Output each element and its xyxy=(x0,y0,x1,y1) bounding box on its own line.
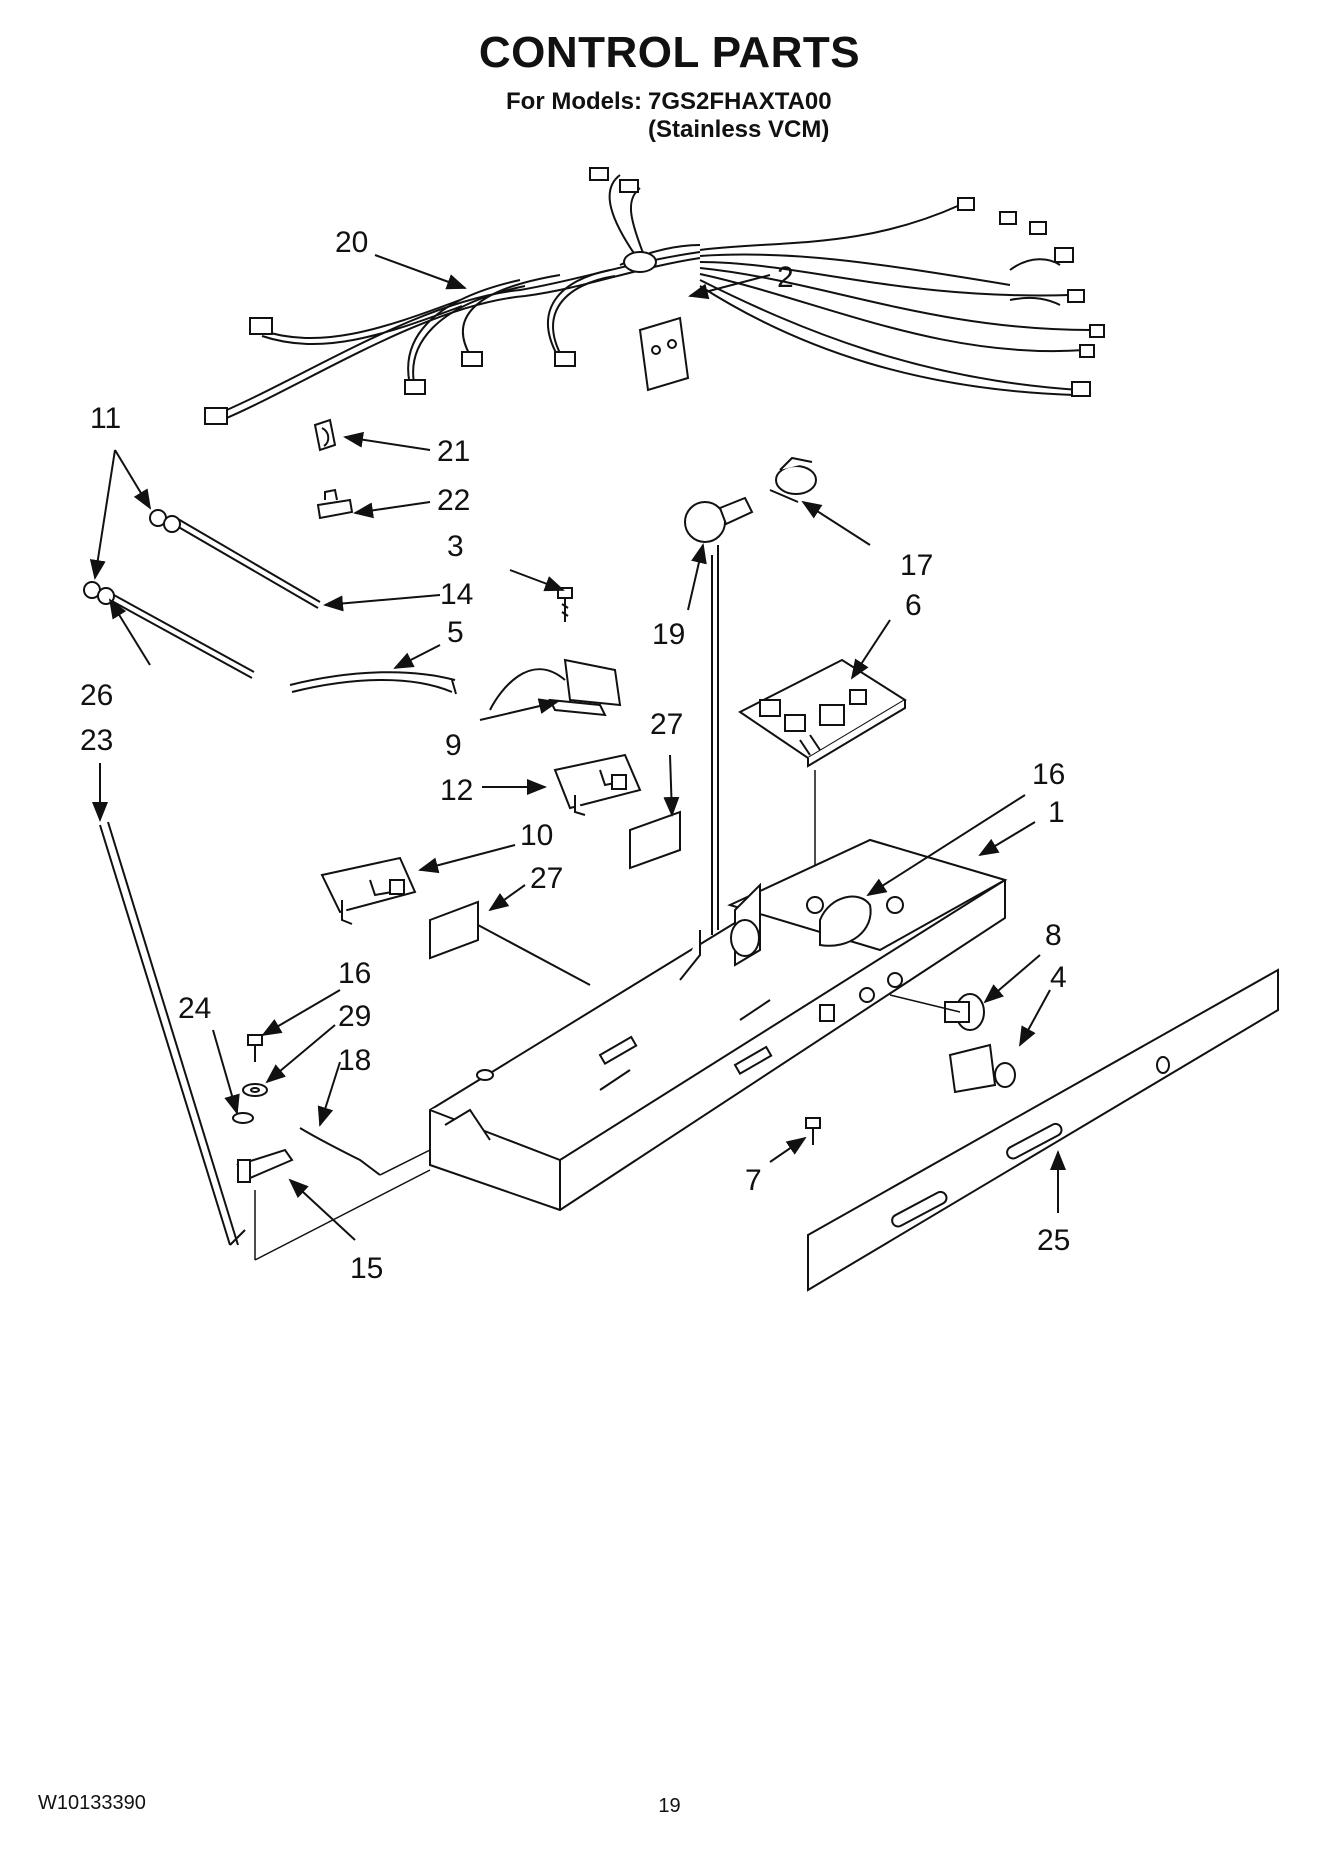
part-11-14-26-rods xyxy=(83,509,321,679)
callout-6: 6 xyxy=(905,589,922,622)
callout-7: 7 xyxy=(745,1164,762,1197)
callout-10: 10 xyxy=(520,819,553,852)
callout-20: 20 xyxy=(335,226,368,259)
part-18-spring xyxy=(299,1127,381,1176)
callout-16-lower: 16 xyxy=(338,957,371,990)
callout-26: 26 xyxy=(80,679,113,712)
callout-27-lower: 27 xyxy=(530,862,563,895)
model-number: 7GS2FHAXTA00 xyxy=(648,88,832,115)
page-title: CONTROL PARTS xyxy=(478,28,861,77)
callout-arrows xyxy=(89,254,1066,1241)
callout-9: 9 xyxy=(445,729,462,762)
callout-18: 18 xyxy=(338,1044,371,1077)
callout-25: 25 xyxy=(1037,1224,1070,1257)
harness-connectors xyxy=(204,167,1105,425)
part-4-thermostat xyxy=(948,1043,1016,1094)
part-6-control-board xyxy=(738,658,907,768)
part-1-control-housing xyxy=(429,838,1008,1212)
callout-4: 4 xyxy=(1050,961,1067,994)
callout-22: 22 xyxy=(437,484,470,517)
callout-14: 14 xyxy=(440,578,473,611)
callout-23: 23 xyxy=(80,724,113,757)
callout-3: 3 xyxy=(447,530,464,563)
callout-29: 29 xyxy=(338,1000,371,1033)
part-5-tube xyxy=(289,671,457,695)
part-23-wire xyxy=(99,821,246,1246)
part-21-clip xyxy=(313,418,337,452)
part-8-knob xyxy=(944,993,985,1031)
assembly-guide-lines xyxy=(254,1149,431,1261)
model-variant: (Stainless VCM) xyxy=(648,116,830,143)
part-10-bracket xyxy=(320,856,417,925)
part-25-trim xyxy=(807,968,1279,1292)
models-label: For Models: xyxy=(506,88,642,115)
page-number: 19 xyxy=(658,1795,681,1817)
part-16-screw-lower xyxy=(247,1034,263,1062)
part-17-socket xyxy=(769,456,817,503)
callout-15: 15 xyxy=(350,1252,383,1285)
callout-27-upper: 27 xyxy=(650,708,683,741)
part-12-bracket xyxy=(553,753,642,816)
part-27-labels xyxy=(429,810,681,986)
callout-17: 17 xyxy=(900,549,933,582)
part-9-switch xyxy=(489,658,622,717)
callout-8: 8 xyxy=(1045,919,1062,952)
callout-11: 11 xyxy=(90,402,121,435)
part-22-clip xyxy=(316,488,354,520)
part-3-screw xyxy=(557,587,573,622)
callout-1: 1 xyxy=(1048,796,1065,829)
callout-24: 24 xyxy=(178,992,211,1025)
part-15-bracket xyxy=(236,1148,294,1183)
callout-21: 21 xyxy=(437,435,470,468)
callout-5: 5 xyxy=(447,616,464,649)
bulb-wire xyxy=(711,545,719,935)
part-29-washer xyxy=(242,1083,268,1097)
part-24-spacer xyxy=(232,1112,254,1124)
callout-2: 2 xyxy=(777,261,794,294)
part-7-screw xyxy=(805,1117,821,1145)
part-19-bulb xyxy=(684,496,754,543)
knob-guide-line xyxy=(889,994,961,1013)
callout-19: 19 xyxy=(652,618,685,651)
document-number: W10133390 xyxy=(38,1792,146,1814)
callout-16-upper: 16 xyxy=(1032,758,1065,791)
callout-12: 12 xyxy=(440,774,473,807)
part-2-plate xyxy=(638,316,690,392)
